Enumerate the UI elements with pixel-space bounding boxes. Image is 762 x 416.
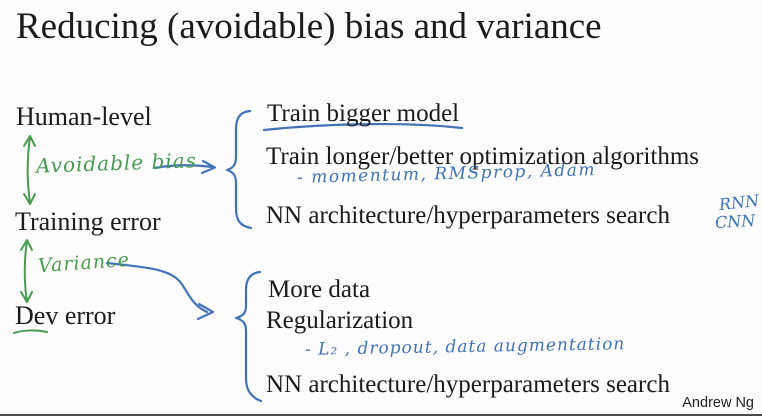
- regularization-handwritten-note: - L₂ , dropout, data augmentation: [304, 334, 626, 360]
- training-error-label: Training error: [15, 207, 161, 236]
- cnn-handwritten-note: CNN: [714, 210, 756, 233]
- variance-remedy-regularization: Regularization: [266, 307, 414, 334]
- bias-brace-icon: [225, 109, 253, 230]
- dev-error-label: Dev error: [15, 301, 116, 330]
- variance-remedy-nn-search: NN architecture/hyperparameters search: [266, 371, 670, 398]
- bias-remedy-train-longer: Train longer/better optimization algorit…: [266, 143, 700, 170]
- author-credit: Andrew Ng: [682, 395, 754, 411]
- variance-remedy-more-data: More data: [268, 276, 371, 303]
- human-level-label: Human-level: [16, 102, 152, 131]
- slide-title: Reducing (avoidable) bias and variance: [16, 6, 602, 47]
- avoidable-bias-arrow-icon: [23, 135, 36, 205]
- avoidable-bias-label: Avoidable bias: [35, 148, 198, 178]
- variance-arrow-icon: [20, 239, 33, 303]
- variance-pointer-arrow-icon: [105, 261, 215, 321]
- bottom-edge-bar: [0, 414, 762, 416]
- bias-remedy-nn-search: NN architecture/hyperparameters search: [266, 202, 670, 229]
- variance-label: Variance: [37, 248, 131, 278]
- bias-remedy-train-bigger-model: Train bigger model: [267, 100, 460, 127]
- variance-brace-icon: [234, 270, 263, 403]
